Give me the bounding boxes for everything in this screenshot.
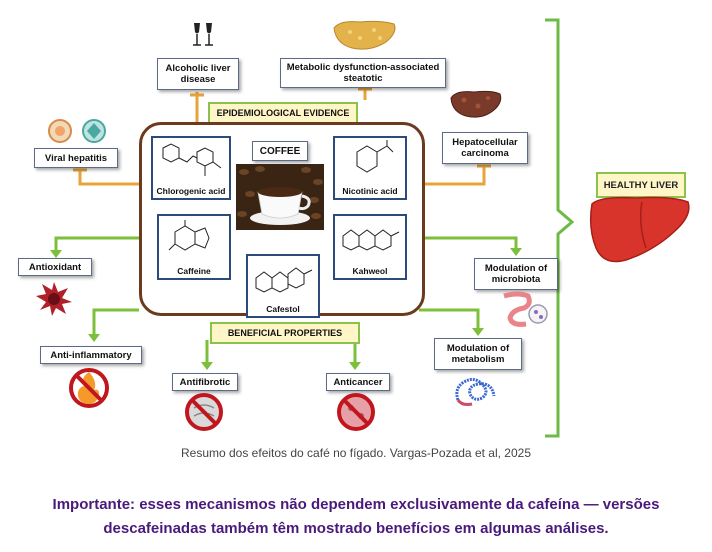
chlorogenic-acid-box: Chlorogenic acid [151, 136, 231, 200]
caffeine-label: Caffeine [177, 266, 211, 276]
caffeine-box: Caffeine [157, 214, 231, 280]
gut-microbiota-icon [498, 290, 548, 330]
beneficial-properties-banner: BENEFICIAL PROPERTIES [210, 322, 360, 344]
antioxidant-label: Antioxidant [18, 258, 92, 276]
cancer-blocked-icon [336, 392, 376, 432]
diseased-liver-icon [448, 88, 504, 124]
hepatocellular-carcinoma-label: Hepatocellular carcinoma [442, 132, 528, 164]
coffee-cup-image [236, 164, 324, 230]
fatty-liver-icon [330, 18, 400, 56]
anticancer-label: Anticancer [326, 373, 390, 391]
nicotinic-structure-icon [356, 140, 394, 173]
metabolic-steatotic-label: Metabolic dysfunction-associated steatot… [280, 58, 446, 88]
alcoholic-liver-disease-label: Alcoholic liver disease [157, 58, 239, 90]
anti-inflammatory-label: Anti-inflammatory [40, 346, 142, 364]
kahweol-label: Kahweol [352, 266, 388, 276]
cafestol-structure-icon [255, 267, 313, 293]
epidemiological-evidence-banner: EPIDEMIOLOGICAL EVIDENCE [208, 102, 358, 124]
oxidative-stress-icon [34, 280, 74, 318]
antifibrotic-label: Antifibrotic [172, 373, 238, 391]
protein-strand-icon [452, 372, 500, 408]
cafestol-label: Cafestol [266, 304, 300, 314]
kahweol-structure-icon [342, 229, 400, 251]
inflammation-blocked-icon [66, 366, 112, 408]
figure-caption: Resumo dos efeitos do café no fígado. Va… [180, 446, 531, 460]
coffee-label: COFFEE [252, 141, 308, 161]
modulation-microbiota-label: Modulation of microbiota [474, 258, 558, 290]
wine-glasses-icon [188, 20, 218, 50]
kahweol-box: Kahweol [333, 214, 407, 280]
fibrosis-blocked-icon [184, 392, 224, 432]
nicotinic-acid-label: Nicotinic acid [342, 186, 398, 196]
cafestol-box: Cafestol [246, 254, 320, 318]
healthy-liver-banner: HEALTHY LIVER [596, 172, 686, 198]
caffeine-structure-icon [168, 220, 210, 251]
nicotinic-acid-box: Nicotinic acid [333, 136, 407, 200]
viral-hepatitis-label: Viral hepatitis [34, 148, 118, 168]
chlorogenic-acid-label: Chlorogenic acid [156, 186, 226, 196]
important-note: Importante: esses mecanismos não depende… [52, 496, 660, 537]
chlorogenic-structure-icon [162, 143, 222, 176]
virus-icon [44, 117, 114, 145]
modulation-metabolism-label: Modulation of metabolism [434, 338, 522, 370]
healthy-liver-icon [586, 194, 694, 268]
